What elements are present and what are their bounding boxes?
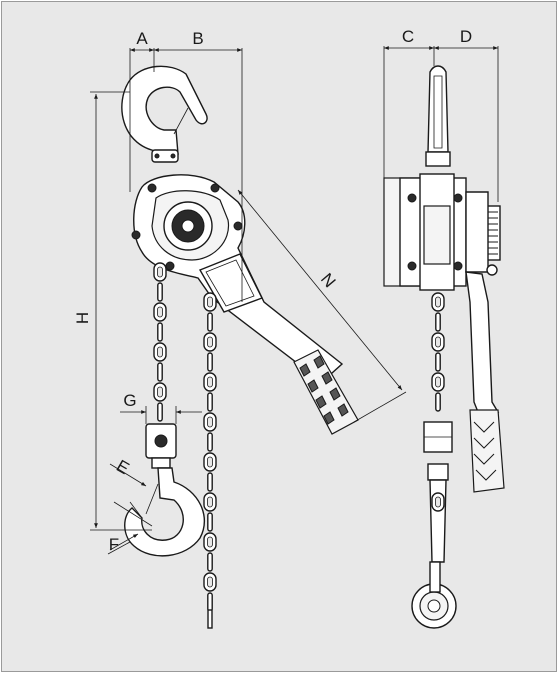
top-hook [121, 65, 208, 163]
side-chain [431, 292, 445, 412]
label-h: H [73, 312, 92, 324]
side-view: C D [383, 27, 505, 629]
label-d: D [460, 27, 472, 46]
label-f: F [109, 535, 119, 554]
label-a: A [136, 29, 148, 48]
label-n: N [317, 270, 339, 292]
side-bottom-hook [411, 421, 457, 629]
side-lever [465, 271, 505, 493]
dimension-c-d: C D [383, 27, 499, 202]
bottom-hook [124, 423, 206, 557]
side-top-hook [427, 65, 449, 153]
label-e: E [113, 456, 132, 478]
front-view: A B H N G E [73, 29, 407, 629]
left-chain [153, 262, 167, 422]
side-housing [383, 173, 501, 291]
label-c: C [402, 27, 414, 46]
dimension-h: H [73, 91, 152, 531]
label-b: B [192, 29, 203, 48]
slack-chain [203, 292, 217, 629]
label-g: G [123, 391, 136, 410]
dimension-g: G [120, 391, 202, 424]
dimension-f: F [107, 533, 139, 555]
